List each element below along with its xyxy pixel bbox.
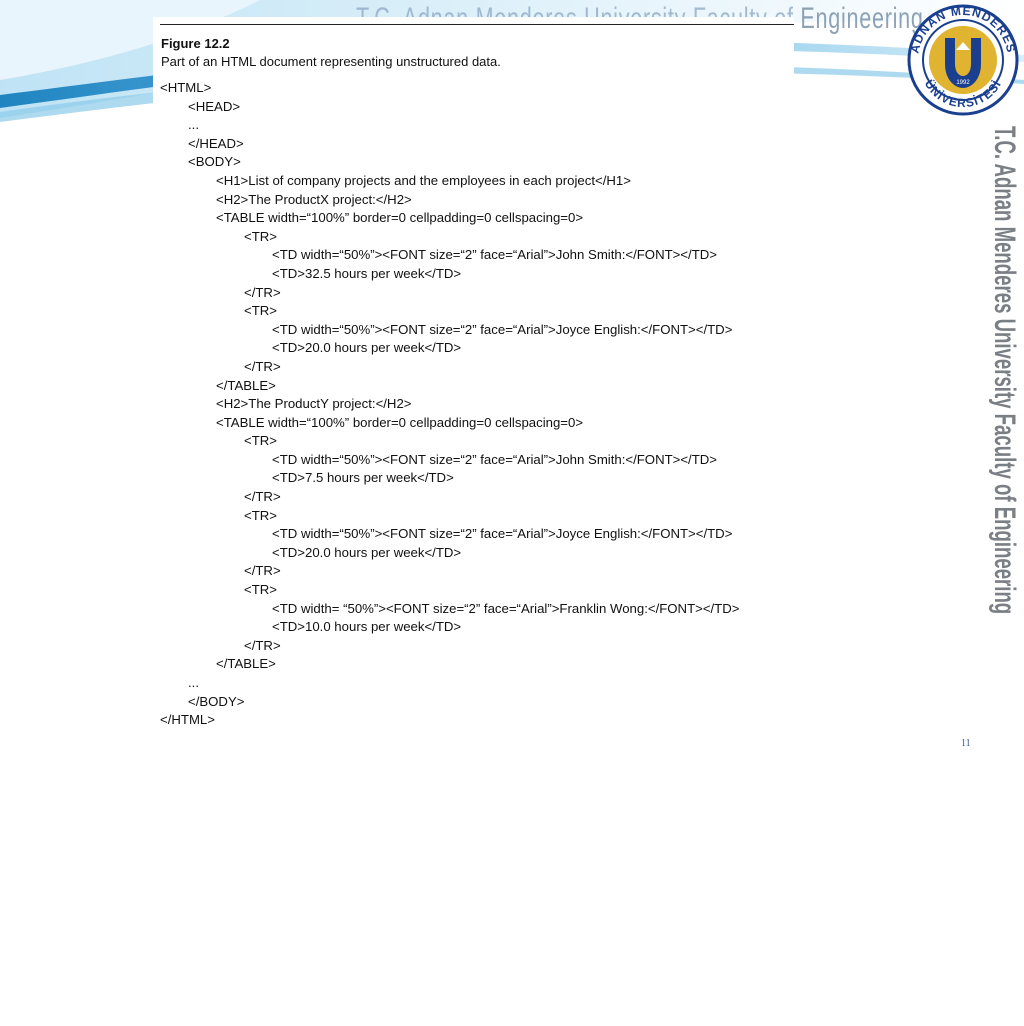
code-line: <H2>The ProductX project:</H2>	[216, 191, 412, 207]
code-line: ...	[188, 675, 199, 690]
code-line: <HTML>	[160, 80, 212, 95]
vertical-side-title: T.C. Adnan Menderes University Faculty o…	[988, 126, 1021, 615]
code-line: </TR>	[244, 563, 281, 579]
page-number: 11	[961, 738, 971, 749]
code-line: <TD>20.0 hours per week</TD>	[272, 340, 462, 356]
code-line: <TD>20.0 hours per week</TD>	[272, 544, 462, 560]
code-line: <TR>	[244, 507, 277, 523]
code-line: <TR>	[244, 228, 277, 244]
code-line: </TABLE>	[216, 377, 276, 393]
code-line: <TD>7.5 hours per week</TD>	[272, 470, 454, 486]
figure-top-rule	[160, 24, 794, 25]
code-line: </TR>	[244, 637, 281, 653]
code-line: <TD width=“50%”><FONT size=“2” face=“Ari…	[272, 526, 733, 542]
code-line: ...	[188, 117, 199, 133]
code-line: <HEAD>	[188, 98, 241, 114]
code-line: </BODY>	[188, 693, 245, 709]
code-line: <TABLE width=“100%” border=0 cellpadding…	[216, 210, 584, 226]
university-seal-icon: ADNAN MENDERES ÜNİVERSİTESİ 1992	[907, 4, 1019, 116]
html-code-listing: <HTML> <HEAD>... </HEAD> <BODY> <H1>List of …	[160, 79, 739, 730]
code-line: <TD width=“50%”><FONT size=“2” face=“Ari…	[272, 247, 717, 263]
figure-caption: Part of an HTML document representing un…	[161, 54, 501, 69]
code-line: <TD>10.0 hours per week</TD>	[272, 619, 462, 635]
seal-year: 1992	[956, 80, 970, 86]
code-line: </TR>	[244, 284, 281, 300]
code-line: <TABLE width=“100%” border=0 cellpadding…	[216, 414, 584, 430]
code-line: <TR>	[244, 303, 277, 319]
code-line: <TD>32.5 hours per week</TD>	[272, 265, 462, 281]
code-line: </TR>	[244, 358, 281, 374]
code-line: <TR>	[244, 433, 277, 449]
code-line: <TR>	[244, 582, 277, 598]
figure-number: Figure 12.2	[161, 36, 230, 51]
code-line: <TD width=“50%”><FONT size=“2” face=“Ari…	[272, 321, 733, 337]
code-line: </HTML>	[160, 712, 215, 728]
code-line: <TD width= “50%”><FONT size=“2” face=“Ar…	[272, 600, 740, 616]
code-line: <H2>The ProductY project:</H2>	[216, 396, 412, 412]
code-line: <BODY>	[188, 154, 241, 170]
code-line: </HEAD>	[188, 135, 244, 151]
code-line: <TD width=“50%”><FONT size=“2” face=“Ari…	[272, 451, 717, 467]
code-line: </TABLE>	[216, 656, 276, 672]
code-line: </TR>	[244, 489, 281, 505]
figure-panel: Figure 12.2 Part of an HTML document rep…	[153, 17, 794, 737]
code-line: <H1>List of company projects and the emp…	[216, 172, 631, 188]
